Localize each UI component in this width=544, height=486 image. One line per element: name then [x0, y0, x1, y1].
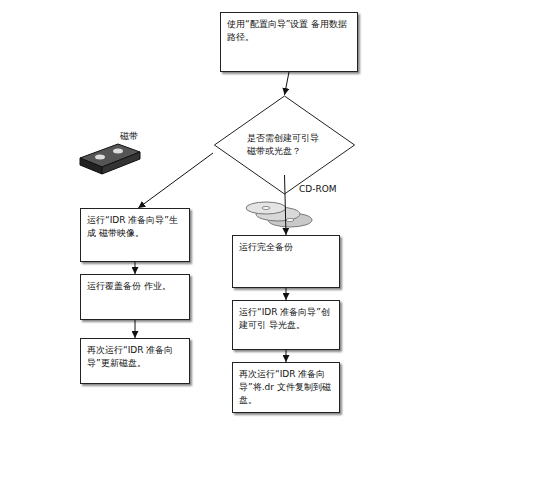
tape-top — [80, 144, 140, 167]
node-text: 再次运行“IDR 准备向导”将.dr 文件复制到磁盘。 — [239, 368, 333, 407]
cd-disc — [268, 213, 312, 227]
flow-arrow — [135, 262, 136, 274]
process-box: 再次运行“IDR 准备向导”更新磁盘。 — [80, 338, 190, 384]
tape-side — [80, 158, 102, 174]
process-box: 运行覆盖备份 作业。 — [80, 274, 190, 320]
process-box: 运行“IDR 准备向导”生成 磁带映像。 — [80, 208, 190, 262]
cd-disc — [246, 202, 286, 214]
process-box: 运行“IDR 准备向导”创建可引 导光盘。 — [232, 300, 340, 350]
flow-arrow — [285, 72, 290, 95]
flow-arrow — [286, 288, 287, 300]
cd-hole — [262, 207, 270, 210]
node-text: 是否需创建可引导 磁带或光盘？ — [247, 132, 323, 158]
process-box: 使用“配置向导”设置 备用数据路径。 — [220, 12, 358, 72]
decision-diamond: 是否需创建可引导 磁带或光盘？ — [213, 95, 356, 195]
flow-arrow — [138, 153, 213, 208]
node-text: 运行完全备份 — [239, 241, 333, 254]
cd-hole — [286, 219, 294, 222]
cd-disc — [256, 207, 300, 221]
cd-illustration — [246, 202, 312, 227]
node-text: 再次运行“IDR 准备向导”更新磁盘。 — [87, 344, 183, 370]
node-text: 运行“IDR 准备向导”创建可引 导光盘。 — [239, 306, 333, 332]
tape-label: 磁带 — [120, 130, 138, 143]
tape-front — [102, 152, 140, 174]
diamond-shape — [214, 96, 354, 194]
node-text: 运行“IDR 准备向导”生成 磁带映像。 — [87, 214, 183, 240]
process-box: 运行完全备份 — [232, 235, 340, 288]
tape-illustration — [80, 144, 140, 174]
flow-arrow — [286, 350, 287, 362]
node-text: 使用“配置向导”设置 备用数据路径。 — [227, 18, 351, 44]
node-text: 运行覆盖备份 作业。 — [87, 280, 183, 293]
media-label: CD-ROM — [299, 184, 337, 194]
tape-reel — [95, 155, 105, 160]
flow-arrow — [285, 175, 287, 235]
flow-arrow — [135, 320, 136, 338]
tape-reel — [113, 149, 123, 154]
process-box: 再次运行“IDR 准备向导”将.dr 文件复制到磁盘。 — [232, 362, 340, 413]
diamond-outline — [213, 95, 356, 195]
